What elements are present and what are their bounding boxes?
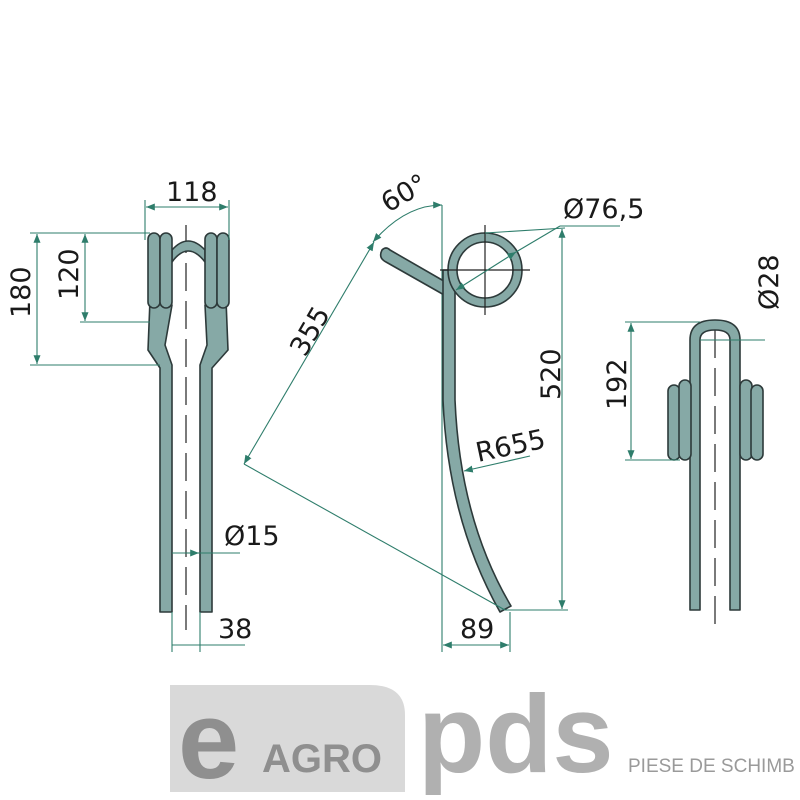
watermark-tagline: PIESE DE SCHIMB: [628, 756, 795, 777]
dim-height-192: 192: [602, 358, 633, 410]
side-view: 520 Ø76,5 60° 355 R655 89: [243, 168, 644, 652]
dim-total-height-520: 520: [536, 348, 567, 400]
dim-coil-diameter: Ø76,5: [563, 194, 644, 225]
dim-angle-60: 60°: [376, 168, 433, 219]
dim-wire-diameter: Ø15: [224, 521, 280, 552]
dim-loop-diameter: Ø28: [754, 254, 785, 310]
dim-leg-spacing-38: 38: [218, 614, 252, 645]
dim-height-180: 180: [6, 266, 37, 318]
watermark-pds: pds: [418, 673, 614, 796]
dim-width-118: 118: [166, 177, 218, 208]
watermark-e: e: [178, 679, 239, 800]
watermark-logo: e AGRO pds PIESE DE SCHIMB: [170, 673, 795, 800]
rear-view: 192 Ø28: [602, 254, 785, 630]
dim-arm-length-355: 355: [284, 301, 337, 361]
dim-offset-89: 89: [460, 614, 494, 645]
watermark-agro: AGRO: [262, 737, 382, 781]
dim-coil-height-120: 120: [54, 248, 85, 300]
dim-radius-r655: R655: [473, 424, 548, 469]
front-view: 118 180 120 Ø15 38: [6, 177, 280, 652]
